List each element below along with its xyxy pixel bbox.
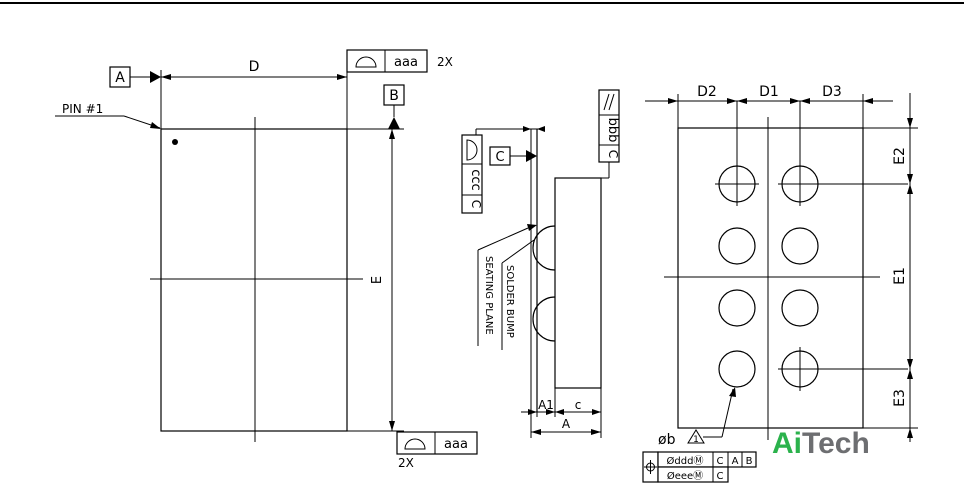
dim-d1-label: D1 <box>759 84 779 100</box>
ball-d1 <box>718 350 756 388</box>
bottom-view: D2 D1 D3 E2 E1 E3 øb 1 ØdddⓂ C A <box>642 84 918 483</box>
aaa-top: aaa <box>394 55 418 70</box>
dim-a1-label: A1 <box>538 398 554 412</box>
aaa-bottom: aaa <box>444 437 468 452</box>
fcf-row1-ref2: A <box>732 456 739 467</box>
seating-plane-label: SEATING PLANE <box>483 256 494 335</box>
ccc-label: ccc <box>468 169 483 190</box>
package-outline-bottom <box>677 127 864 429</box>
ball-b1 <box>718 227 756 265</box>
datum-a-label: A <box>115 70 125 86</box>
fcf-row1-tol: ØdddⓂ <box>667 455 704 467</box>
dim-e-label: E <box>370 276 385 284</box>
dim-d3-label: D3 <box>822 84 842 100</box>
profile-icon-ccc <box>466 139 478 161</box>
dim-e2-label: E2 <box>892 147 908 165</box>
profile-icon-top <box>355 56 377 68</box>
solder-bump-2 <box>532 296 556 342</box>
pin1-label: PIN #1 <box>62 102 103 116</box>
bbb-ref: C <box>606 150 620 158</box>
datum-b-triangle <box>388 117 400 129</box>
pin1-marker <box>172 139 178 145</box>
bbb-label: bbb <box>605 118 620 143</box>
ball-c1 <box>718 289 756 327</box>
solder-bump-label: SOLDER BUMP <box>504 265 515 338</box>
ball-b2 <box>781 227 819 265</box>
ball-c2 <box>781 289 819 327</box>
side-view: ccc C C bbb C SEATING PLANE SOLDER BUMP <box>461 89 620 438</box>
fcf-row2-tol: ØeeeⓂ <box>667 470 703 482</box>
fcf-row2-ref1: C <box>717 471 724 482</box>
fcf-row2 <box>657 466 729 483</box>
dim-d2-label: D2 <box>697 84 717 100</box>
dim-e1-label: E1 <box>892 267 908 285</box>
ball-dia-label: øb <box>658 432 676 448</box>
parallel-icon <box>603 93 610 111</box>
datum-b-label: B <box>389 88 399 104</box>
ccc-ref: C <box>469 200 483 208</box>
twox-bottom: 2X <box>398 456 414 470</box>
note-triangle-icon <box>687 429 705 444</box>
package-body-side <box>554 177 602 389</box>
datum-a-triangle <box>150 71 161 83</box>
dim-d-label: D <box>249 59 260 75</box>
package-outline <box>160 128 348 432</box>
aitech-logo: AiTech <box>772 427 870 460</box>
solder-bump-1 <box>532 225 556 271</box>
fcf-row1-ref3: B <box>746 456 753 467</box>
dim-a-label: A <box>562 417 571 431</box>
dim-e3-label: E3 <box>892 389 908 407</box>
logo-ai: Ai <box>772 427 802 460</box>
datum-c-label: C <box>495 150 504 165</box>
note-number: 1 <box>693 435 699 445</box>
solder-bump-leader <box>501 239 535 264</box>
fcf-row1-ref1: C <box>717 456 724 467</box>
datum-c-triangle <box>526 150 537 162</box>
logo-text: AiTech <box>772 427 870 460</box>
logo-tech: Tech <box>802 427 870 460</box>
ball-dia-leader <box>721 388 734 438</box>
dim-c-label: c <box>575 398 582 412</box>
top-view: D A PIN #1 aaa 2X B E aaa 2X <box>55 49 478 470</box>
twox-top: 2X <box>437 55 453 69</box>
seating-plane-leader <box>477 227 529 251</box>
profile-icon-bottom <box>404 438 426 450</box>
